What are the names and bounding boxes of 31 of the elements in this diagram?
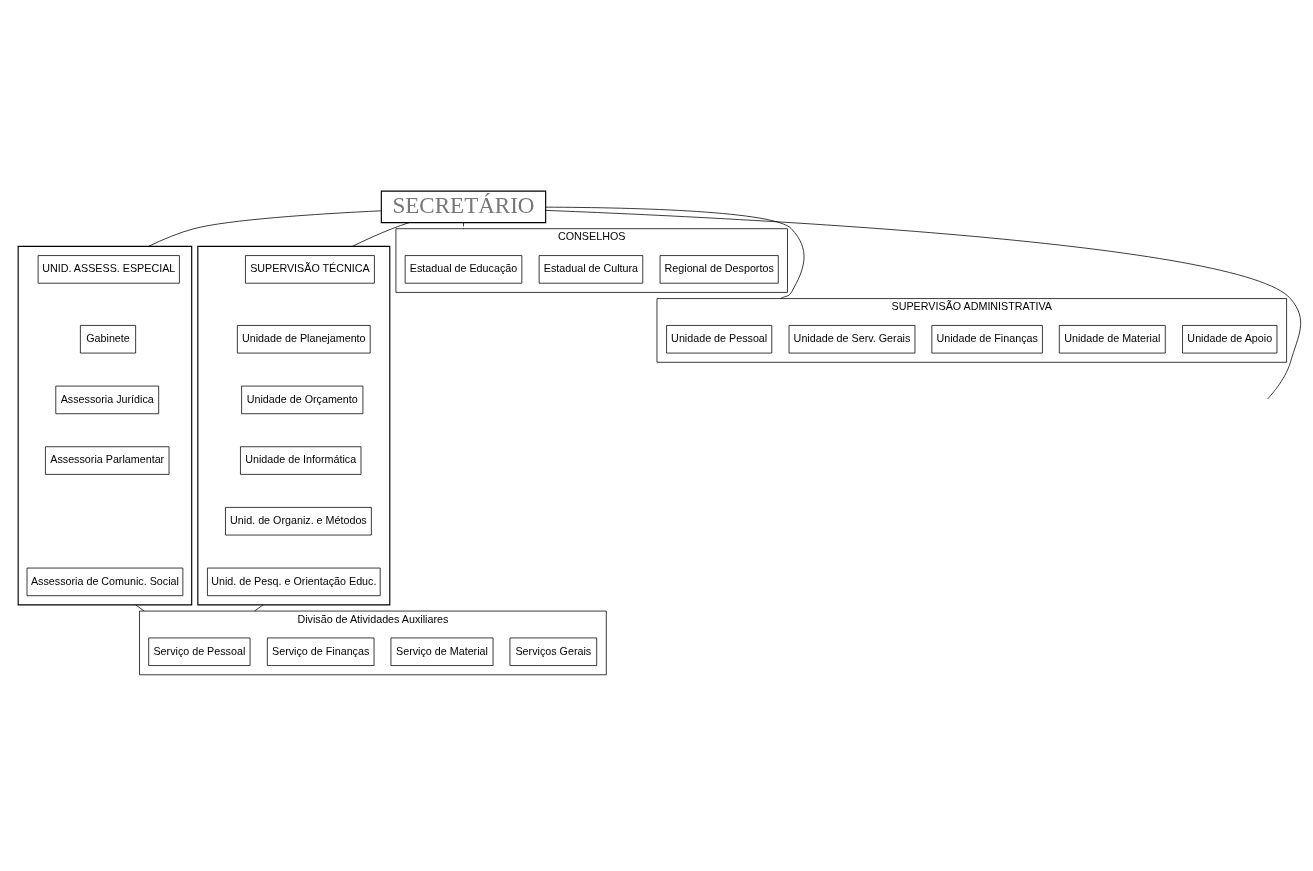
node-box: UNID. ASSESS. ESPECIAL (37, 254, 180, 284)
node-box: Unidade de Pessoal (666, 324, 773, 353)
cluster (197, 245, 391, 605)
node-box: Serviço de Pessoal (148, 637, 251, 666)
node-box: Unidade de Orçamento (241, 385, 364, 414)
node-box: Gabinete (79, 324, 137, 353)
connector (463, 221, 464, 229)
node-box: Unidade de Informática (240, 445, 362, 475)
node-box: SUPERVISÃO TÉCNICA (245, 254, 375, 284)
node-box: Unidade de Material (1058, 324, 1166, 353)
node-box: Unid. de Organiz. e Métodos (225, 506, 372, 535)
cluster (17, 245, 193, 605)
node-box: Assessoria Parlamentar (45, 445, 170, 475)
connector (148, 209, 382, 247)
node-box: SECRETÁRIO (380, 190, 547, 223)
node-box: Estadual de Cultura (538, 254, 644, 284)
node-box: Serviço de Material (390, 637, 494, 666)
node-box: Unidade de Apoio (1182, 324, 1278, 353)
node-box: Unidade de Serv. Gerais (788, 324, 916, 353)
node-box: Unidade de Finanças (931, 324, 1043, 353)
node-box: Unid. de Pesq. e Orientação Educ. (207, 567, 381, 596)
connector (135, 604, 145, 611)
node-box: Serviços Gerais (509, 637, 598, 666)
node-box: Regional de Desportos (659, 254, 779, 284)
node-box: Assessoria de Comunic. Social (26, 567, 184, 596)
node-box: Estadual de Educação (404, 254, 523, 284)
node-box: Serviço de Finanças (266, 637, 375, 666)
connector (545, 209, 1302, 399)
node-box: Unidade de Planejamento (237, 324, 371, 353)
node-box: Assessoria Jurídica (55, 385, 160, 414)
connector (254, 604, 264, 611)
